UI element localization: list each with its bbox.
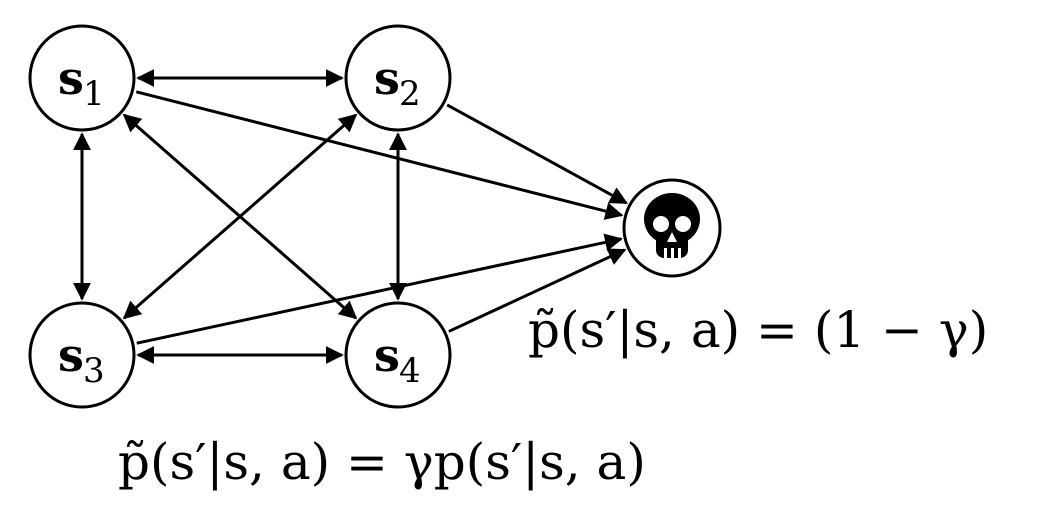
state-subscript-s1: 1 [83,74,105,114]
state-transition-equation: p̃(s′|s, a) = γp(s′|s, a) [118,433,646,491]
terminal-node [622,178,722,278]
state-node-s4: s 4 [344,301,452,409]
state-label-s3: s [58,328,84,382]
terminal-transition-equation: p̃(s′|s, a) = (1 − γ) [528,301,989,359]
state-subscript-s4: 4 [399,351,421,391]
state-label-s4: s [374,328,400,382]
state-node-s1: s 1 [28,24,136,132]
state-node-s3: s 3 [28,301,136,409]
edge-s3-terminal-arrow [136,233,623,345]
state-subscript-s2: 2 [399,74,421,114]
skull-icon [644,193,700,259]
state-label-s1: s [58,51,84,105]
nodes-layer: s 1 s 2 s 3 s 4 [28,24,722,409]
edge-s1-terminal-arrow [135,90,624,220]
state-node-s2: s 2 [344,24,452,132]
edge-s2-terminal-arrow [446,103,628,205]
state-label-s2: s [374,51,400,105]
edge-s4-terminal-arrow [448,248,627,333]
edges-layer [73,69,628,364]
edge-s2-s3-arrow [122,113,358,320]
state-subscript-s3: 3 [83,351,105,391]
